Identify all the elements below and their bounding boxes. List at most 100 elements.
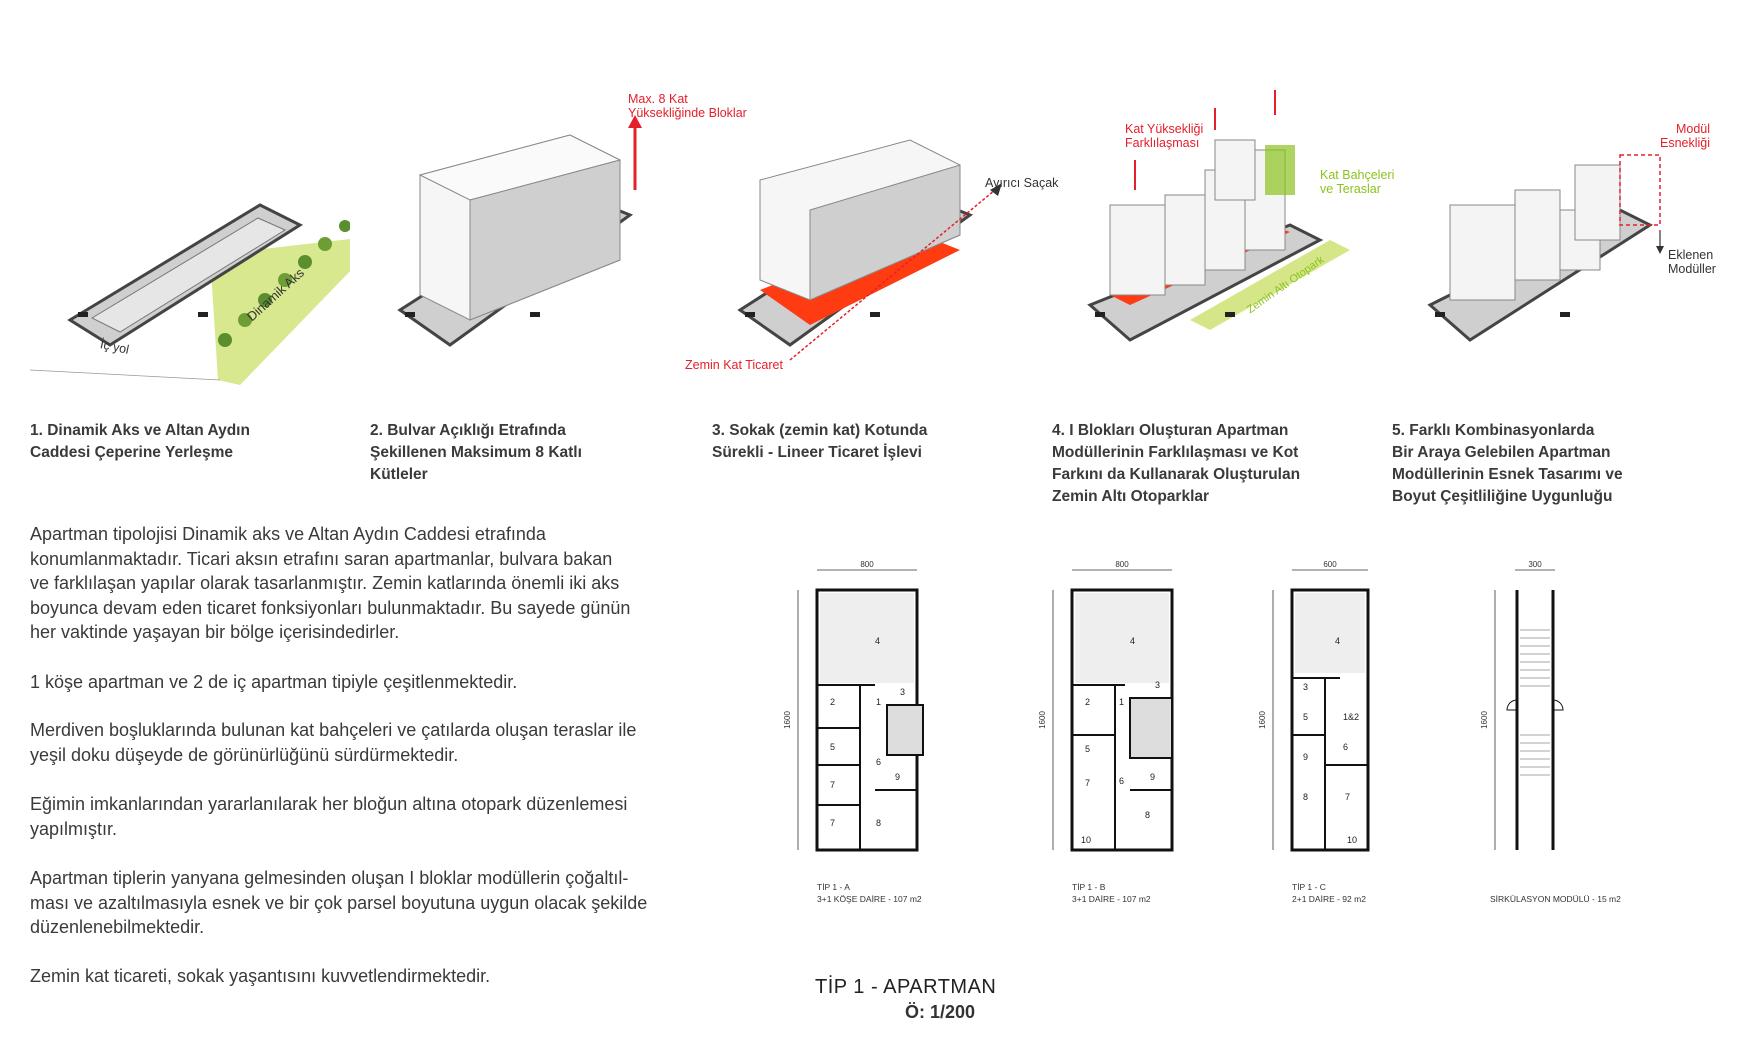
paragraph-line: ması ve azaltılmasıyla esnek ve bir çok … bbox=[30, 892, 648, 913]
paragraph-5: Apartman tiplerin yanyana gelmesinden ol… bbox=[30, 866, 700, 940]
height-dimension: 1600 bbox=[1038, 711, 1047, 729]
room-number: 1 bbox=[876, 697, 881, 707]
canopy-label: Ayırıcı Saçak bbox=[985, 176, 1059, 190]
room-number: 7 bbox=[830, 780, 835, 790]
car-icon bbox=[530, 312, 540, 317]
room-number: 3 bbox=[1303, 682, 1308, 692]
diagram-2-graphic bbox=[397, 115, 642, 347]
caption-2: 2. Bulvar Açıklığı Etrafında Şekillenen … bbox=[370, 420, 650, 486]
caption-4-line-2: Modüllerinin Farklılaşması ve Kot bbox=[1052, 444, 1299, 461]
room-number: 3 bbox=[900, 687, 905, 697]
parking-strip bbox=[1190, 240, 1350, 330]
room-number: 4 bbox=[1130, 636, 1135, 646]
room-number: 2 bbox=[1085, 697, 1090, 707]
diagram-1-site-axis: İç yol Dinamik Aks bbox=[30, 0, 350, 400]
caption-3-line-1: 3. Sokak (zemin kat) Kotunda bbox=[712, 422, 928, 439]
paragraph-line: boyunca devam eden ticaret fonksiyonları… bbox=[30, 597, 631, 618]
added-modules-label: Eklenen Modüller bbox=[1668, 248, 1716, 276]
paragraph-line: her vaktinde yaşayan bir bölge içerisind… bbox=[30, 622, 400, 642]
plan-circulation-label: SİRKÜLASYON MODÜLÜ - 15 m2 bbox=[1490, 894, 1621, 904]
plan-b-label-2: 3+1 DAİRE - 107 m2 bbox=[1072, 894, 1151, 904]
room-number: 6 bbox=[1343, 742, 1348, 752]
caption-3-line-2: Sürekli - Lineer Ticaret İşlevi bbox=[712, 444, 922, 461]
paragraph-4: Eğimin imkanlarından yararlanılarak her … bbox=[30, 792, 700, 841]
room-number: 5 bbox=[1303, 712, 1308, 722]
room-number: 5 bbox=[1085, 744, 1090, 754]
plan-a-label-1: TİP 1 - A bbox=[817, 882, 850, 892]
stepped-blocks bbox=[1449, 164, 1621, 301]
room-number: 4 bbox=[875, 636, 880, 646]
road-line bbox=[30, 369, 221, 381]
caption-5-line-1: 5. Farklı Kombinasyonlarda bbox=[1392, 422, 1595, 439]
car-icon bbox=[1095, 312, 1105, 317]
caption-5-line-2: Bir Araya Gelebilen Apartman bbox=[1392, 444, 1611, 461]
floor-plan-b: 800 1600 4 1 2 3 5 6 7 8 9 10 TİP 1 - B … bbox=[1035, 560, 1195, 904]
car-icon bbox=[198, 312, 208, 317]
car-icon bbox=[1225, 312, 1235, 317]
mass-side bbox=[809, 164, 961, 301]
paragraph-line: Merdiven boşluklarında bulunan kat bahçe… bbox=[30, 720, 637, 740]
room-number: 7 bbox=[1345, 792, 1350, 802]
site-inner bbox=[90, 217, 287, 333]
paragraph-line: yeşil doku düşeyde de görünürlüğünü sürd… bbox=[30, 744, 459, 765]
floor-plan-circulation: 300 1600 SİRKÜLASYON MODÜLÜ - 15 m2 bbox=[1470, 560, 1621, 904]
width-dimension: 600 bbox=[1323, 560, 1337, 569]
plan-c-label-2: 2+1 DAİRE - 92 m2 bbox=[1292, 894, 1366, 904]
caption-4: 4. I Blokları Oluşturan Apartman Modülle… bbox=[1052, 420, 1332, 508]
plan-b-label-1: TİP 1 - B bbox=[1072, 882, 1106, 892]
floor-plan-b-graphic: 800 1600 4 1 2 3 5 6 7 8 9 10 bbox=[1038, 560, 1174, 852]
caption-4-line-4: Zemin Altı Otoparklar bbox=[1052, 488, 1210, 505]
room-number: 6 bbox=[876, 757, 881, 767]
caption-2-line-3: Kütleler bbox=[370, 466, 428, 483]
paragraph-line: konumlanmaktadır. Ticari aksın etrafını … bbox=[30, 548, 613, 569]
paragraph-1: Apartman tipolojisi Dinamik aks ve Altan… bbox=[30, 522, 700, 645]
room-number: 2 bbox=[830, 697, 835, 707]
room-number: 3 bbox=[1155, 680, 1160, 690]
car-icon bbox=[405, 312, 415, 317]
mass-side bbox=[469, 159, 621, 321]
diagram-3-graphic bbox=[737, 139, 1002, 361]
paragraph-line: Eğimin imkanlarından yararlanılarak her … bbox=[30, 794, 628, 814]
car-icon bbox=[1435, 312, 1445, 317]
arrow-head-icon bbox=[990, 183, 1002, 196]
car-icon bbox=[745, 312, 755, 317]
diagram-4-graphic bbox=[1087, 90, 1350, 342]
room-number: 9 bbox=[895, 772, 900, 782]
room-number: 9 bbox=[1150, 772, 1155, 782]
scale-label: Ö: 1/200 bbox=[905, 1002, 976, 1022]
room-number: 7 bbox=[830, 818, 835, 828]
floor-plan-a-graphic: 800 1600 4 1 2 3 5 6 7 7 8 9 bbox=[783, 560, 924, 852]
paragraph-line: yapılmıştır. bbox=[30, 818, 118, 839]
arrow-head-icon bbox=[1656, 246, 1664, 254]
paragraph-line: ve farklılaşan yapılar olarak tasarlanmı… bbox=[30, 573, 620, 593]
paragraph-line: Apartman tiplerin yanyana gelmesinden ol… bbox=[30, 868, 629, 888]
caption-4-line-3: Farkını da Kullanarak Oluşturulan bbox=[1052, 466, 1301, 483]
paragraph-line: Apartman tipolojisi Dinamik aks ve Altan… bbox=[30, 524, 546, 544]
paragraph-3: Merdiven boşluklarında bulunan kat bahçe… bbox=[30, 718, 700, 767]
height-variation-label: Kat Yüksekliği Farklılaşması bbox=[1125, 122, 1204, 150]
room-number: 4 bbox=[1335, 636, 1340, 646]
floor-plan-c-graphic: 600 1600 4 1&2 3 5 6 7 8 9 10 bbox=[1258, 560, 1370, 852]
caption-4-line-1: 4. I Blokları Oluşturan Apartman bbox=[1052, 422, 1289, 439]
stepped-blocks bbox=[1109, 139, 1295, 296]
plan-a-label-2: 3+1 KÖŞE DAİRE - 107 m2 bbox=[817, 894, 922, 904]
caption-5-line-3: Modüllerinin Esnek Tasarımı ve bbox=[1392, 466, 1623, 483]
caption-1: 1. Dinamik Aks ve Altan Aydın Caddesi Çe… bbox=[30, 420, 310, 464]
car-icon bbox=[870, 312, 880, 317]
room-number: 8 bbox=[1303, 792, 1308, 802]
caption-1-line-1: 1. Dinamik Aks ve Altan Aydın bbox=[30, 422, 250, 439]
ground-retail-label: Zemin Kat Ticaret bbox=[685, 358, 783, 372]
paragraph-line: Zemin kat ticareti, sokak yaşantısını ku… bbox=[30, 966, 491, 986]
caption-5: 5. Farklı Kombinasyonlarda Bir Araya Gel… bbox=[1392, 420, 1672, 508]
floor-plan-c: 600 1600 4 1&2 3 5 6 7 8 9 10 TİP 1 - C … bbox=[1255, 560, 1385, 904]
caption-5-line-4: Boyut Çeşitliliğine Uygunluğu bbox=[1392, 488, 1613, 505]
car-icon bbox=[1560, 312, 1570, 317]
height-dimension: 1600 bbox=[1258, 711, 1267, 729]
room-number: 10 bbox=[1347, 835, 1357, 845]
room-number: 9 bbox=[1303, 752, 1308, 762]
caption-2-line-1: 2. Bulvar Açıklığı Etrafında bbox=[370, 422, 566, 439]
floor-plan-circulation-graphic: 300 1600 bbox=[1480, 560, 1564, 850]
diagram-5-graphic bbox=[1427, 154, 1664, 342]
room-number: 1&2 bbox=[1343, 712, 1359, 722]
floor-plan-a: 800 1600 4 1 2 3 5 6 7 7 8 9 TİP 1 - A 3… bbox=[780, 560, 940, 904]
